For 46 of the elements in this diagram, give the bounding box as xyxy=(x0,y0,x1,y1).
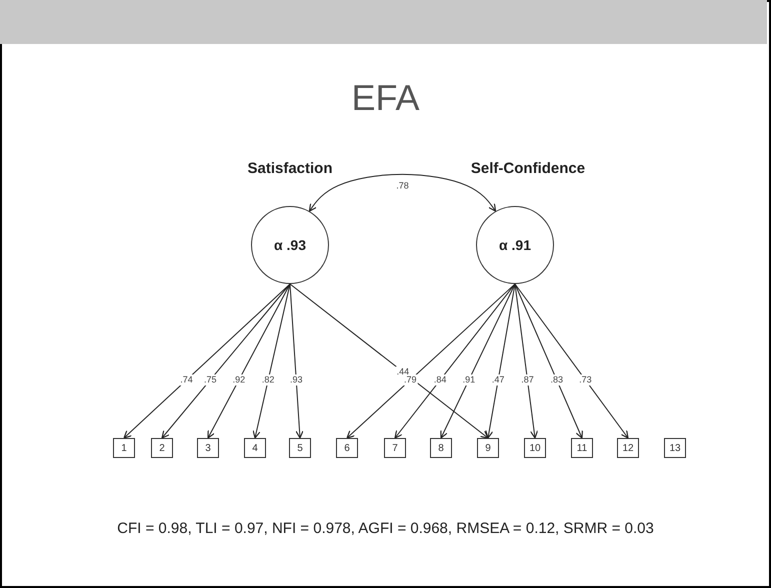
path-arrow xyxy=(207,284,290,439)
indicator-box: 2 xyxy=(151,438,173,458)
indicator-box: 1 xyxy=(113,438,135,458)
indicator-box: 8 xyxy=(430,438,452,458)
path-arrow xyxy=(394,284,516,439)
edge-label: .84 xyxy=(432,374,448,386)
path-arrow xyxy=(485,284,516,439)
edge-label: .93 xyxy=(288,374,304,386)
path-arrow xyxy=(161,284,290,439)
path-arrow xyxy=(514,284,583,439)
indicator-box: 13 xyxy=(664,438,686,458)
indicator-box: 3 xyxy=(197,438,219,458)
edge-label: .74 xyxy=(179,374,194,386)
indicator-box: 6 xyxy=(336,438,358,458)
indicator-box: 11 xyxy=(571,438,593,458)
path-arrow xyxy=(308,174,496,212)
reliability-value: α .93 xyxy=(274,237,306,253)
path-arrow xyxy=(290,284,489,439)
edge-label: .92 xyxy=(232,374,246,386)
path-arrow xyxy=(346,284,516,439)
diagram-title: EFA xyxy=(350,76,421,120)
path-arrow xyxy=(290,284,304,439)
indicator-box: 7 xyxy=(384,438,406,458)
indicator-box: 4 xyxy=(244,438,266,458)
indicator-box: 10 xyxy=(524,438,546,458)
edge-label: .73 xyxy=(578,374,593,386)
path-arrow xyxy=(514,284,538,439)
edge-label: .87 xyxy=(520,374,535,386)
path-arrow xyxy=(252,284,290,439)
path-arrow xyxy=(123,284,290,439)
indicator-box: 9 xyxy=(477,438,499,458)
edge-label: .47 xyxy=(490,374,506,386)
factor-name: Satisfaction xyxy=(247,160,333,177)
path-arrow xyxy=(514,284,629,439)
edge-label: .91 xyxy=(462,374,476,386)
indicator-box: 12 xyxy=(617,438,639,458)
reliability-value: α .91 xyxy=(499,237,531,253)
edge-label: .83 xyxy=(550,374,564,386)
fit-indices-note: CFI = 0.98, TLI = 0.97, NFI = 0.978, AGFI = 0.968, RMSEA = 0.12, SRMR = 0.03 xyxy=(116,520,655,537)
indicator-box: 5 xyxy=(289,438,311,458)
edge-label: .78 xyxy=(395,180,410,192)
edge-label: .82 xyxy=(260,374,276,386)
edge-label: .75 xyxy=(202,374,218,386)
factor-name: Self-Confidence xyxy=(470,160,586,177)
edge-label: .79 xyxy=(403,374,418,386)
path-arrow xyxy=(440,284,516,439)
